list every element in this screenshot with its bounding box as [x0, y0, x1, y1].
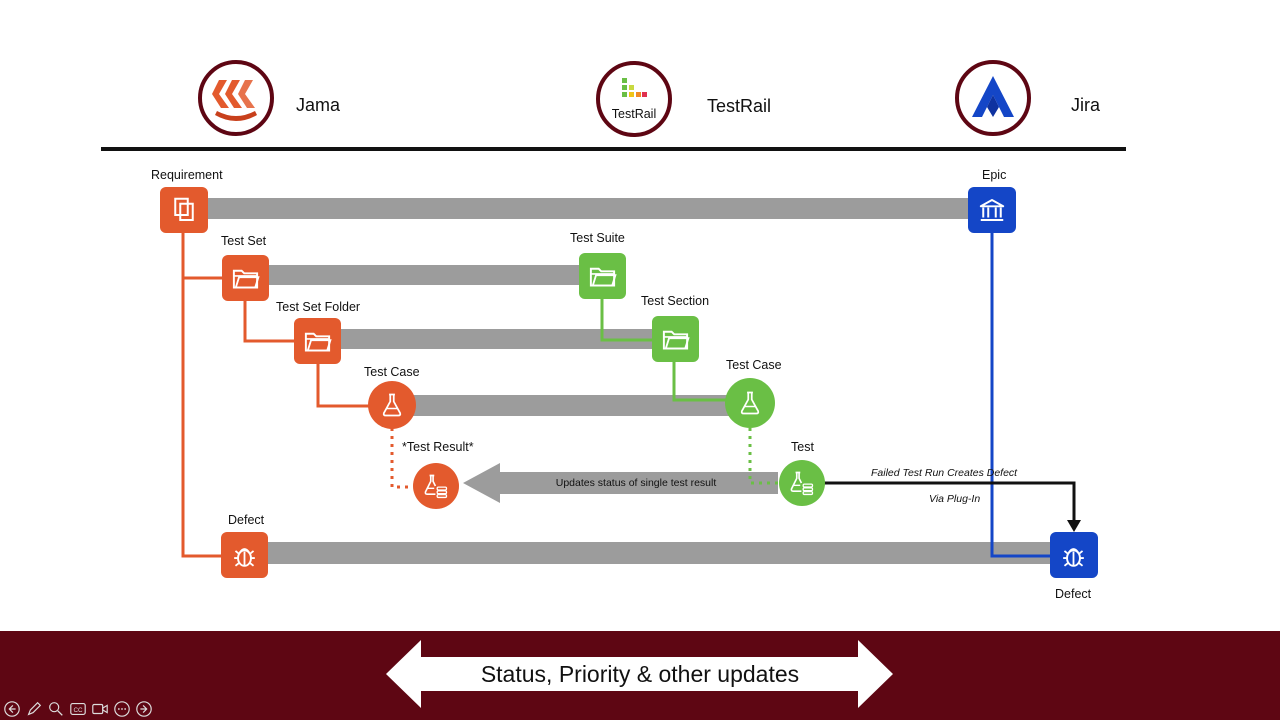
defect-jama-node [221, 532, 268, 578]
zoom-icon[interactable] [46, 699, 65, 718]
test-node [779, 460, 825, 506]
test-result-node [413, 463, 459, 509]
jama-logo [198, 60, 274, 136]
test-result-label: *Test Result* [402, 440, 474, 454]
defect-creation-line [824, 481, 1076, 524]
test-set-folder-label: Test Set Folder [276, 300, 360, 314]
test-suite-label: Test Suite [570, 231, 625, 245]
jama-hierarchy-lines [181, 230, 372, 558]
jira-logo [955, 60, 1031, 136]
test-section-label: Test Section [641, 294, 709, 308]
epic-defect-line [990, 232, 1052, 558]
testcase-test-dotted-line [748, 428, 780, 485]
video-icon[interactable] [90, 699, 109, 718]
update-status-arrow [463, 463, 778, 503]
test-set-node [222, 255, 269, 301]
test-case-jama-label: Test Case [364, 365, 420, 379]
forward-icon[interactable] [134, 699, 153, 718]
defect-creation-arrowhead [1067, 520, 1081, 532]
captions-icon[interactable]: CC [68, 699, 87, 718]
failed-run-label: Failed Test Run Creates Defect [871, 467, 1018, 479]
bar-folder-section [336, 329, 656, 349]
double-arrow [386, 640, 893, 708]
test-section-node [652, 316, 699, 362]
test-label: Test [791, 440, 814, 454]
bar-requirement-epic [205, 198, 975, 219]
jira-title: Jira [1071, 95, 1101, 115]
defect-jira-node [1050, 532, 1098, 578]
banner-text: Status, Priority & other updates [481, 661, 799, 687]
bar-testset-testsuite [266, 265, 584, 285]
svg-text:CC: CC [73, 707, 83, 714]
defect-jama-label: Defect [228, 513, 265, 527]
test-case-testrail-node [725, 378, 775, 428]
testrail-hierarchy-lines [600, 298, 728, 402]
testcase-result-dotted-line [390, 428, 413, 489]
requirement-label: Requirement [151, 168, 223, 182]
epic-node [968, 187, 1016, 233]
bar-defect-defect [264, 542, 1056, 564]
more-icon[interactable] [112, 699, 131, 718]
test-set-label: Test Set [221, 234, 267, 248]
jama-title: Jama [296, 95, 341, 115]
epic-label: Epic [982, 168, 1006, 182]
test-case-jama-node [368, 381, 416, 429]
update-status-label: Updates status of single test result [556, 477, 717, 489]
requirement-node [160, 187, 208, 233]
presentation-toolbar: CC [2, 699, 153, 719]
bar-testcase-testcase [410, 395, 732, 416]
testrail-logo: TestRail [596, 61, 672, 137]
via-plugin-label: Via Plug-In [929, 493, 980, 505]
pen-icon[interactable] [24, 699, 43, 718]
testrail-logo-text: TestRail [612, 107, 656, 121]
test-case-testrail-label: Test Case [726, 358, 782, 372]
test-suite-node [579, 253, 626, 299]
testrail-title: TestRail [707, 96, 771, 116]
defect-jira-label: Defect [1055, 587, 1092, 601]
header-divider [101, 147, 1126, 151]
test-set-folder-node [294, 318, 341, 364]
back-icon[interactable] [2, 699, 21, 718]
